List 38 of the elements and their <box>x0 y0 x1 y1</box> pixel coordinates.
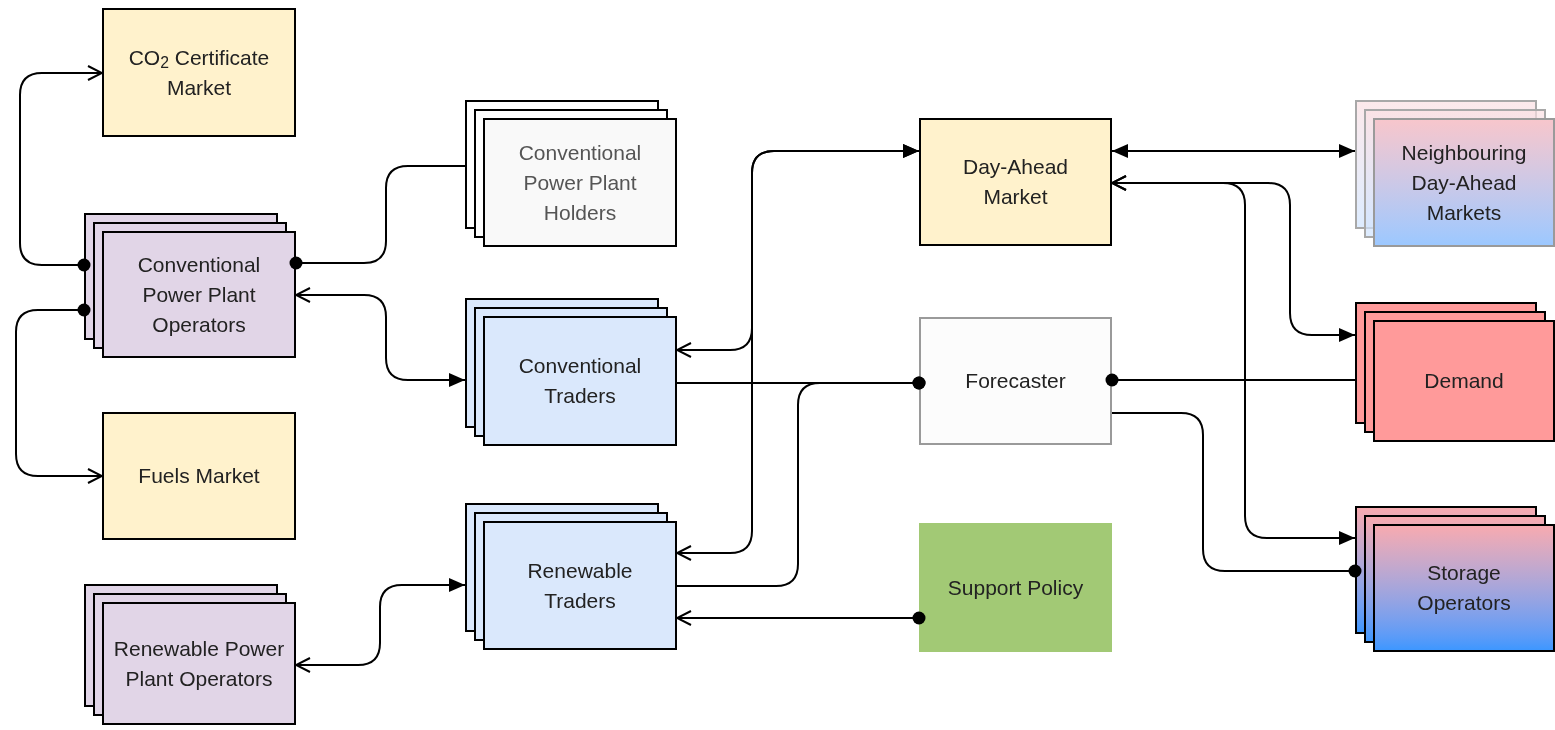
node-label: CO$_{2}$ Certificate Market <box>127 44 271 101</box>
connector <box>295 287 466 387</box>
process-box <box>102 8 296 137</box>
stacked-box <box>1355 302 1555 442</box>
node-label: Conventional Power Plant Holders <box>517 139 643 226</box>
process-box <box>919 523 1112 652</box>
node-label: Neighbouring Day-Ahead Markets <box>1400 139 1528 226</box>
node-label: Renewable Power Plant Operators <box>112 635 286 692</box>
stacked-box <box>84 584 296 725</box>
stacked-box <box>465 298 677 446</box>
connector <box>676 610 926 626</box>
node-label: Demand <box>1424 368 1504 394</box>
process-box <box>102 412 296 540</box>
node-label: Storage Operators <box>1416 560 1512 616</box>
connector <box>295 578 466 673</box>
node-label: Support Policy <box>947 574 1084 601</box>
stacked-box <box>465 503 677 650</box>
node-label: Forecaster <box>965 368 1066 394</box>
node-label: Conventional Traders <box>517 353 643 409</box>
node-label: Renewable Traders <box>526 557 634 614</box>
stacked-box <box>1355 100 1555 247</box>
connector <box>19 65 103 272</box>
node-label: Day-Ahead Market <box>961 154 1070 210</box>
stacked-box <box>1355 506 1555 652</box>
stacked-box <box>84 213 296 358</box>
node-label: Fuels Market <box>138 463 260 489</box>
process-box <box>919 317 1112 445</box>
connector <box>1111 175 1356 545</box>
connector <box>1111 144 1356 158</box>
connector <box>1105 373 1356 387</box>
stacked-box <box>465 100 677 247</box>
connector <box>676 376 926 587</box>
node-label: Conventional Power Plant Operators <box>136 251 262 338</box>
connector <box>15 303 103 484</box>
connector <box>1111 412 1362 578</box>
connector <box>676 144 920 561</box>
connector <box>289 165 466 270</box>
process-box <box>919 118 1112 246</box>
